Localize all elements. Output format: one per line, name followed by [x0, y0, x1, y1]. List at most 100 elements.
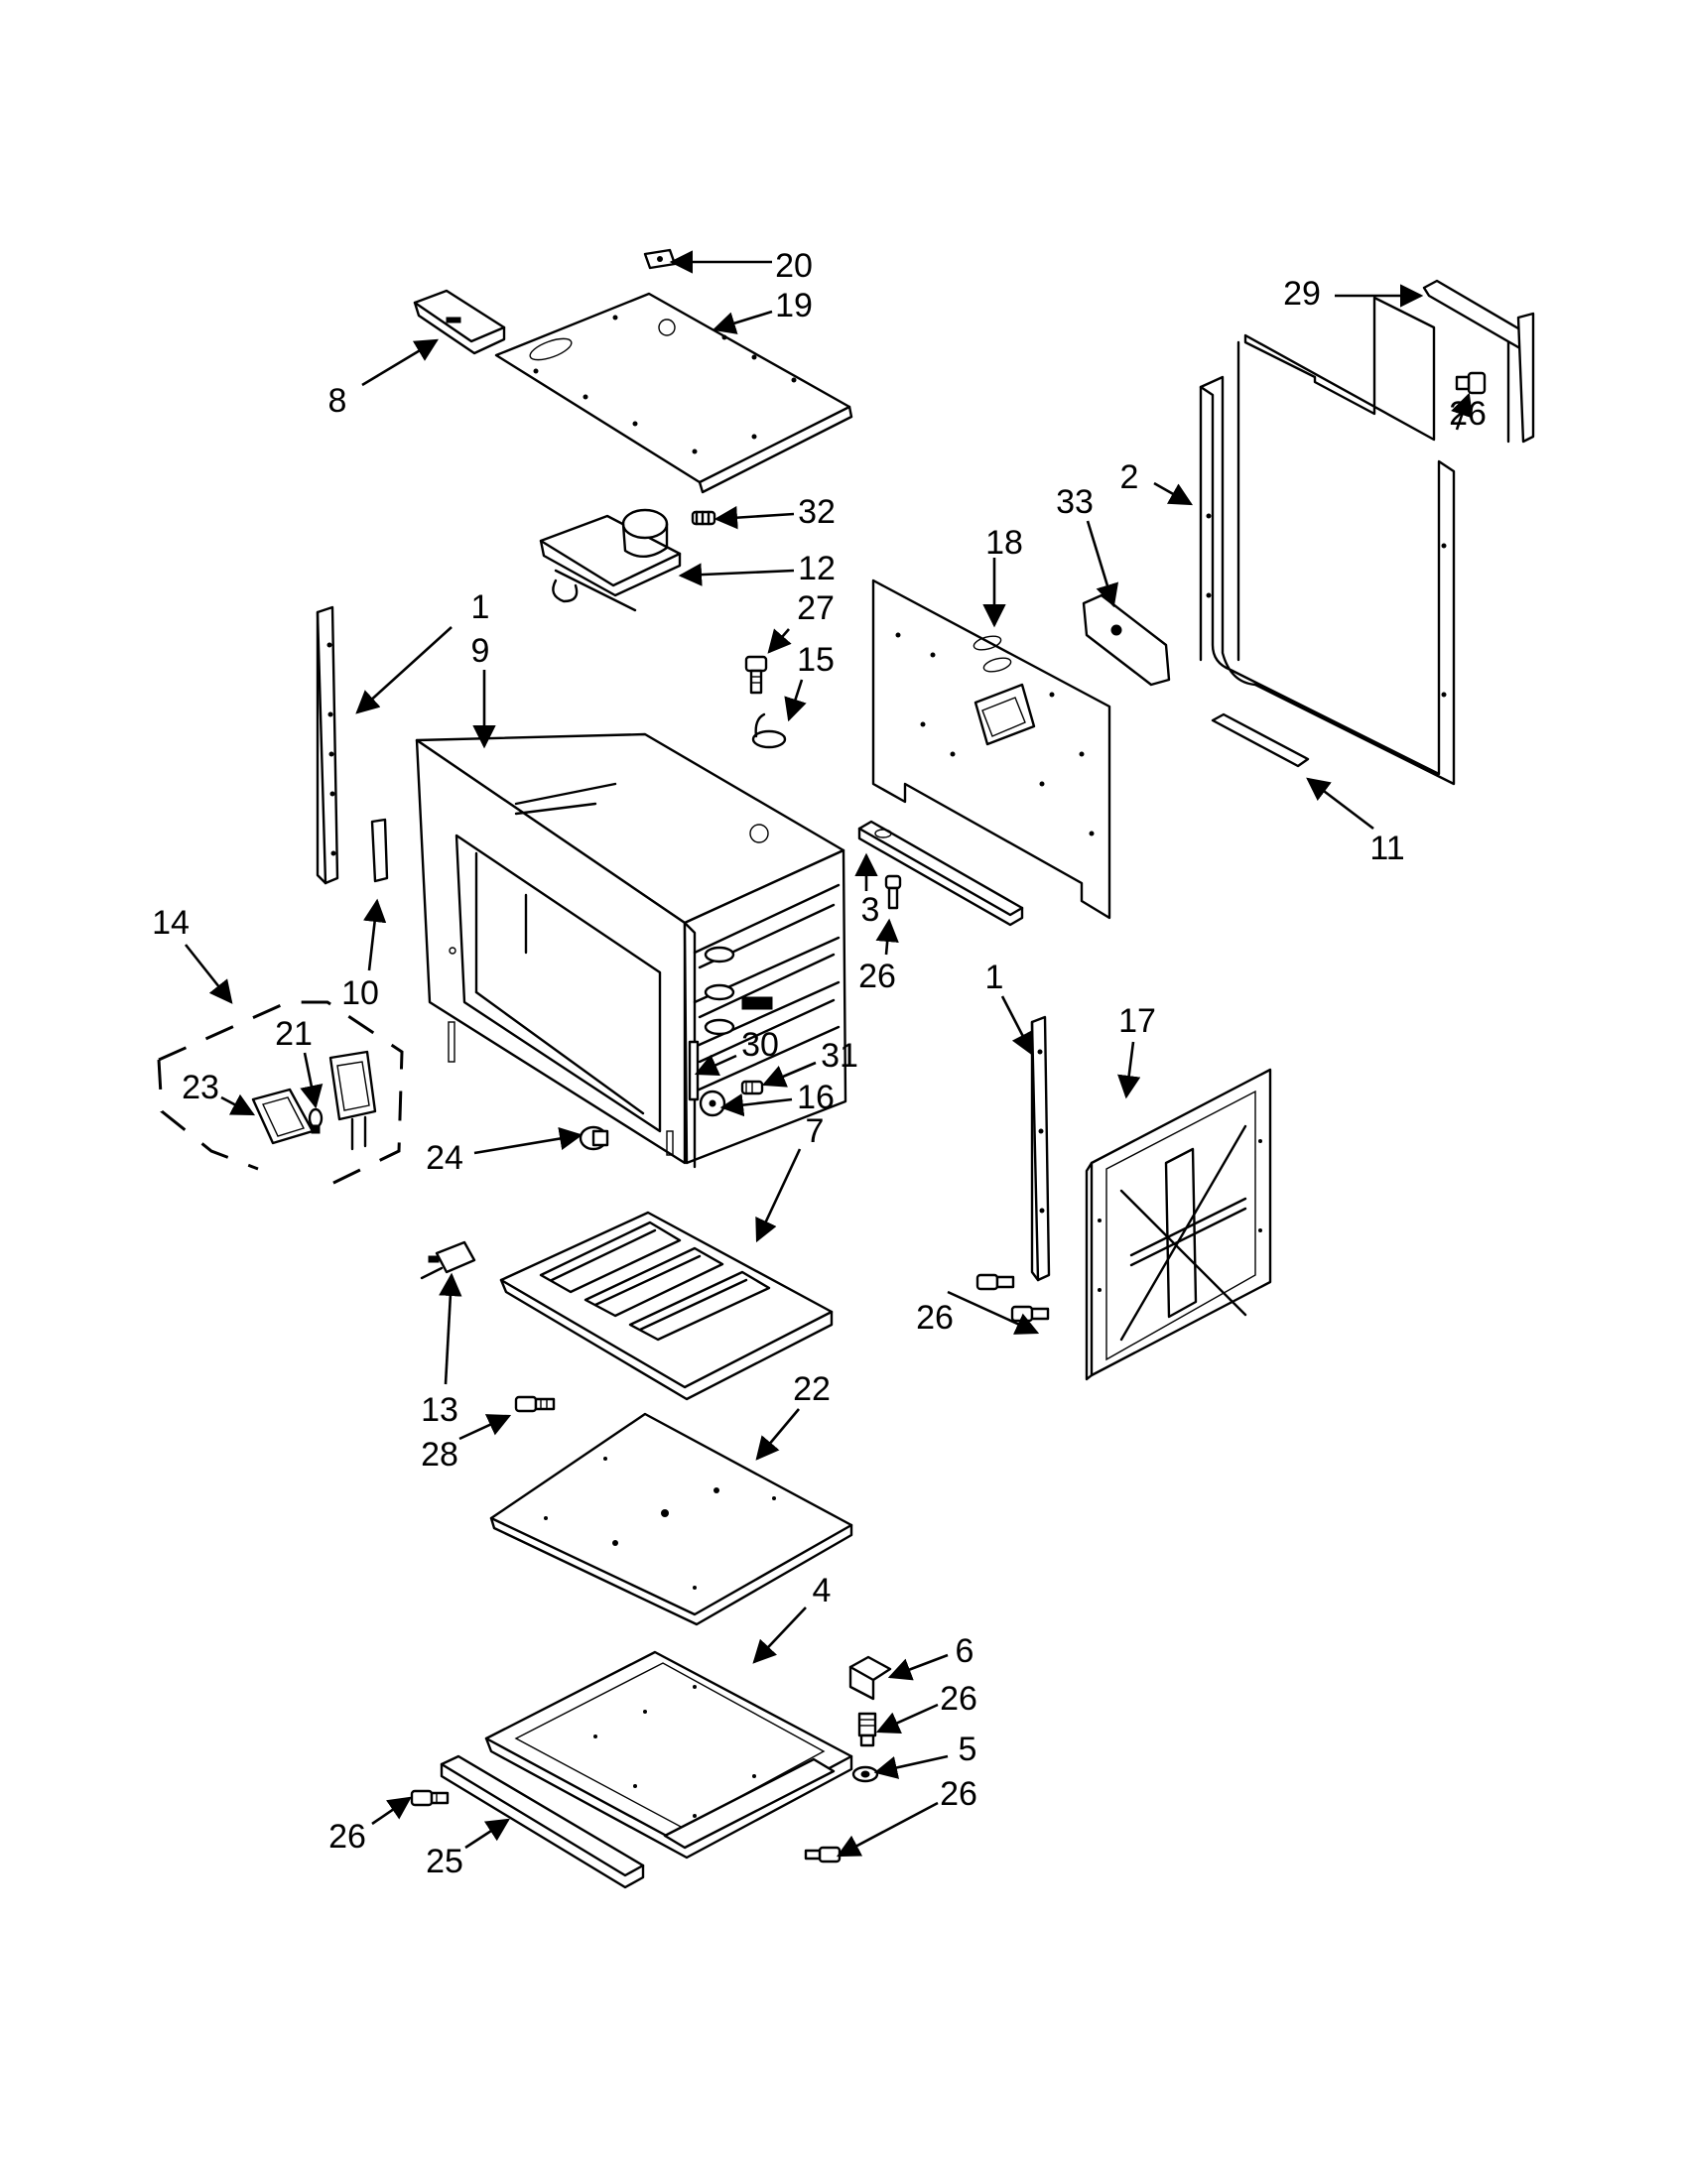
callout-number-c5: 5	[959, 1731, 977, 1768]
leader-arrow-c6	[887, 1653, 949, 1681]
part-33-cover-plate	[1082, 593, 1171, 687]
leader-arrow-c26a	[1451, 392, 1474, 431]
leader-arrow-c14	[184, 944, 233, 1004]
callout-number-c8: 8	[328, 382, 347, 420]
callout-number-c28: 28	[421, 1436, 458, 1474]
part-18-rear-panel	[871, 578, 1111, 920]
leader-arrow-c23	[220, 1093, 256, 1116]
callout-number-c1a: 1	[471, 588, 490, 626]
leader-arrow-c21	[300, 1052, 324, 1109]
callout-number-c1b: 1	[985, 959, 1004, 996]
leader-arrow-c17	[1117, 1041, 1141, 1099]
part-3-rear-strip	[857, 820, 1024, 927]
part-26-screws-right	[975, 1273, 1050, 1323]
leader-arrow-c31	[761, 1061, 817, 1088]
leader-arrow-c19	[712, 310, 773, 334]
callout-number-c25: 25	[426, 1843, 463, 1880]
part-26-screw-leveler	[857, 1712, 877, 1747]
part-8-bracket	[413, 289, 506, 355]
part-9-oven-cavity	[415, 732, 847, 1169]
callout-number-c23: 23	[182, 1069, 219, 1106]
part-14-light-assembly	[157, 1000, 404, 1188]
callout-number-c17: 17	[1118, 1002, 1156, 1040]
callout-number-c7: 7	[806, 1112, 825, 1150]
leader-arrow-c13	[439, 1272, 462, 1385]
part-30-sensor	[688, 1040, 700, 1101]
leader-arrow-c7	[755, 1148, 802, 1243]
callout-number-c20: 20	[775, 247, 813, 285]
leader-arrow-c5	[873, 1754, 949, 1779]
callout-number-c27: 27	[797, 589, 835, 627]
callout-number-c29: 29	[1283, 275, 1321, 313]
part-24-plug	[579, 1125, 609, 1151]
part-26-screw-left	[410, 1789, 450, 1807]
callout-number-c11: 11	[1369, 830, 1404, 867]
part-14-housing	[328, 1050, 377, 1151]
leader-arrow-c26c	[947, 1290, 1040, 1335]
part-23-lens	[251, 1088, 315, 1145]
part-12-burner-assembly	[539, 508, 682, 612]
callout-number-c26b: 26	[858, 958, 896, 995]
callout-number-c22: 22	[793, 1370, 831, 1408]
part-22-floor-panel	[489, 1412, 853, 1626]
part-5-foot	[851, 1765, 879, 1783]
part-10-strip	[370, 818, 389, 883]
callout-number-c33: 33	[1056, 483, 1094, 521]
callout-number-c6: 6	[956, 1632, 974, 1670]
callout-number-c16: 16	[797, 1079, 835, 1116]
part-11-strip	[1211, 712, 1310, 768]
callout-number-c14: 14	[152, 904, 190, 942]
leader-arrow-c22	[755, 1408, 800, 1461]
part-27-screw	[744, 655, 768, 695]
leader-arrow-c25	[464, 1818, 510, 1850]
leader-arrow-c10	[362, 898, 387, 971]
part-15-clip	[751, 712, 787, 749]
callout-number-c30: 30	[741, 1026, 779, 1064]
part-13-switch	[420, 1240, 476, 1280]
callout-number-c9: 9	[471, 632, 490, 670]
leader-arrow-c26e	[836, 1801, 939, 1858]
leader-arrow-c26b	[875, 918, 899, 956]
callout-number-c32: 32	[798, 493, 836, 531]
callout-number-c26a: 26	[1449, 395, 1487, 433]
part-2-outer-wrapper	[1199, 296, 1456, 786]
leader-arrow-c24	[473, 1126, 584, 1155]
callout-number-c19: 19	[775, 287, 813, 324]
callout-number-c12: 12	[798, 550, 836, 587]
leader-arrow-c26f	[371, 1796, 412, 1826]
part-21-bulb	[308, 1107, 324, 1134]
leader-arrow-c33	[1086, 520, 1119, 608]
callout-number-c13: 13	[421, 1391, 458, 1429]
leader-arrow-c32	[714, 505, 795, 530]
callout-number-c26e: 26	[940, 1775, 977, 1813]
cavity-rack-guides	[704, 946, 773, 1036]
part-17-door-frame	[1085, 1068, 1272, 1381]
leader-arrow-c28	[458, 1414, 512, 1441]
leader-arrow-c1a	[355, 626, 453, 714]
part-1-right-rail	[1030, 1015, 1051, 1282]
part-26-screw-wrapper	[1455, 371, 1487, 395]
part-25-front-rail	[440, 1754, 645, 1889]
leader-arrow-c27	[767, 628, 792, 654]
callout-number-c10: 10	[341, 974, 379, 1012]
callout-number-c4: 4	[813, 1572, 832, 1609]
leader-arrow-c26d	[875, 1703, 939, 1734]
callout-number-c24: 24	[426, 1139, 463, 1177]
leader-arrow-c16	[719, 1092, 793, 1117]
leader-arrow-c8	[361, 338, 440, 387]
part-20-small-plate	[643, 248, 677, 270]
part-28-screw	[514, 1395, 556, 1413]
part-16-grommet	[699, 1090, 726, 1117]
callout-leaders	[184, 250, 1474, 1858]
part-1-left-rail	[316, 605, 339, 885]
leader-arrow-c11	[1306, 777, 1374, 831]
leader-arrow-c1b	[1000, 995, 1034, 1057]
leader-arrow-c15	[784, 679, 807, 722]
part-32-screw	[691, 510, 716, 526]
leader-arrow-c12	[678, 563, 795, 586]
callout-number-c3: 3	[861, 891, 880, 929]
callout-number-c26f: 26	[328, 1818, 366, 1856]
leader-arrow-c30	[694, 1054, 737, 1077]
